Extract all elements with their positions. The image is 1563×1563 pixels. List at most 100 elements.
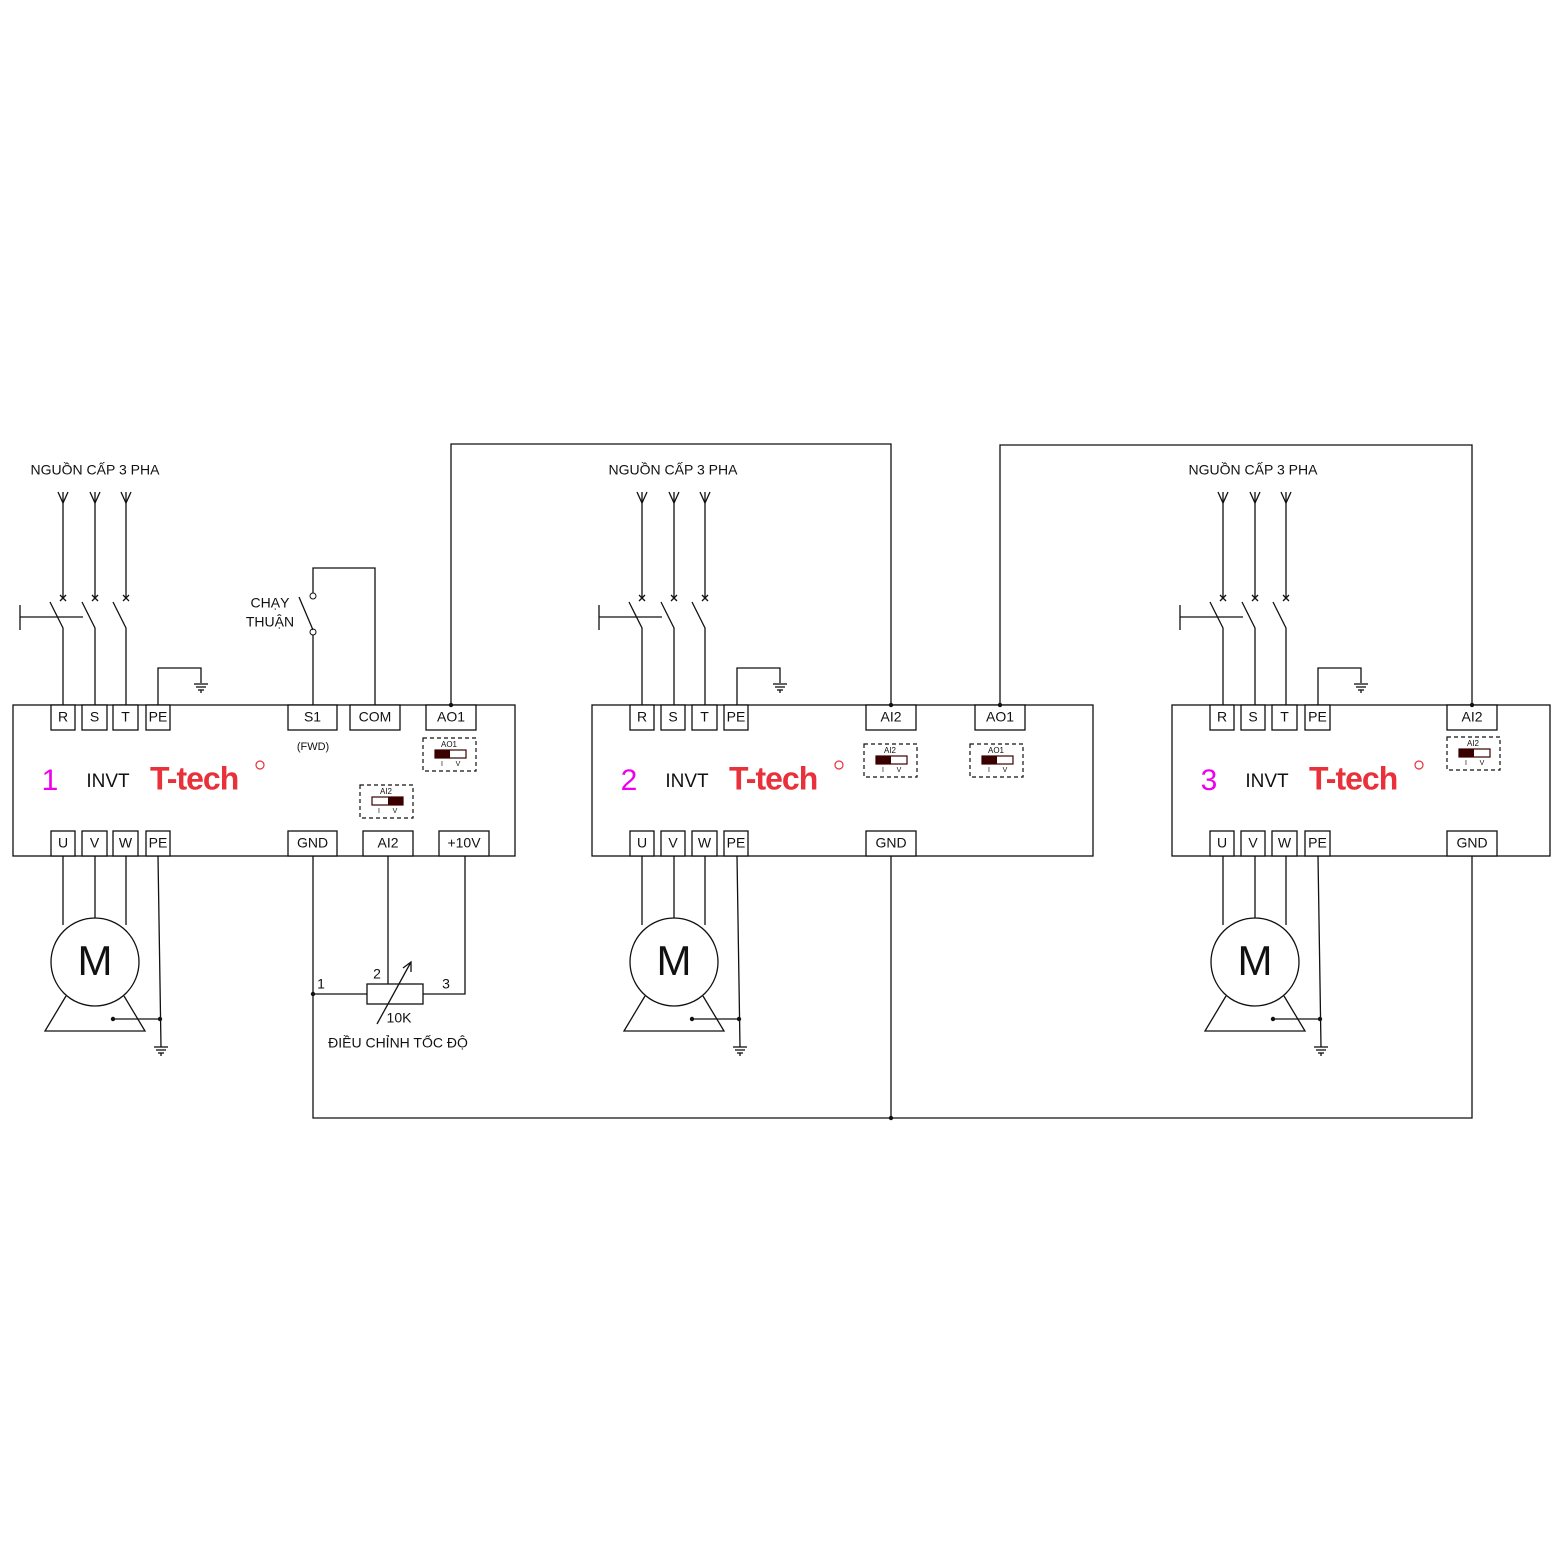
breaker-pole: [691, 601, 706, 705]
dip-switch-frame: [1446, 736, 1501, 771]
terminal-label: T: [1280, 709, 1289, 725]
breaker-pole: [112, 601, 127, 705]
dip-label-v: V: [1003, 767, 1008, 774]
terminal-label: W: [698, 835, 712, 851]
terminal-box: [81, 830, 108, 857]
terminal-box: [1209, 830, 1235, 857]
terminal-box: [723, 704, 749, 731]
motor-label: M: [78, 937, 113, 984]
pot-arrowhead: [402, 960, 412, 972]
terminal-label: PE: [727, 709, 746, 725]
breaker-contact-mark: [91, 594, 99, 602]
motor-pe-wire: [157, 855, 162, 1048]
t-tech-logo: T-tech: [150, 760, 265, 796]
three-phase-supply: NGUỒN CẤP 3 PHA: [598, 461, 739, 705]
junction-dot: [110, 1016, 116, 1022]
breaker-contact-mark: [701, 594, 709, 602]
terminal-box: [629, 704, 655, 731]
terminal: S: [1240, 704, 1266, 731]
inverter-index: 1: [42, 764, 59, 797]
terminal-box: [50, 704, 76, 731]
terminal: V: [660, 830, 686, 857]
dip-switch-lever: [982, 756, 997, 764]
logo-mark-icon: [834, 760, 844, 770]
breaker-pole: [1272, 601, 1287, 705]
terminal-box: [1271, 830, 1298, 857]
terminal-box: [112, 830, 139, 857]
dip-label-i: I: [882, 767, 884, 774]
pot-adjust-arrow-icon: [376, 961, 412, 1025]
terminal: PE: [145, 704, 171, 731]
pot-value: 10K: [387, 1010, 413, 1026]
motor-pe-wire: [736, 855, 741, 1048]
terminal-label: PE: [1308, 709, 1327, 725]
terminal: AI2: [1446, 704, 1498, 731]
logo-text: T-tech: [1309, 760, 1397, 796]
dip-label-v: V: [456, 761, 461, 768]
terminal-label: S: [1248, 709, 1257, 725]
breaker-pole: [49, 601, 64, 705]
three-phase-supply: NGUỒN CẤP 3 PHA: [19, 461, 161, 705]
logo-mark-icon: [255, 760, 265, 770]
pot-label: ĐIỀU CHỈNH TỐC ĐỘ: [328, 1034, 468, 1051]
terminal: V: [81, 830, 108, 857]
brand-label: INVT: [1245, 771, 1289, 792]
ao1-to-ai2-link: [450, 443, 892, 705]
dip-switch-lever: [435, 750, 450, 758]
dip-switch-lever: [1459, 749, 1474, 757]
terminal-box: [691, 704, 718, 731]
terminal: GND: [287, 830, 338, 857]
motor: M: [1203, 856, 1307, 1032]
motor-circle: [1210, 917, 1300, 1007]
pot-pin-1: 1: [317, 976, 325, 992]
inverter-index: 2: [621, 764, 638, 797]
terminal-label: COM: [359, 709, 392, 725]
three-phase-supply: NGUỒN CẤP 3 PHA: [1179, 461, 1318, 705]
motor-label: M: [1238, 937, 1273, 984]
terminal-label: V: [668, 835, 678, 851]
terminal-label: GND: [1456, 835, 1487, 851]
terminal: R: [50, 704, 76, 731]
terminal: PE: [1304, 704, 1331, 731]
terminal: W: [1271, 830, 1298, 857]
com-wire: [312, 567, 376, 705]
terminal-box: [723, 830, 749, 857]
breaker-contact-mark: [122, 594, 130, 602]
terminal: AI2: [362, 830, 414, 857]
t-tech-logo: T-tech: [1309, 760, 1424, 796]
pot-pin-2: 2: [373, 966, 381, 982]
terminal-box: [81, 704, 108, 731]
motor-base: [1203, 995, 1307, 1032]
motor-base: [622, 995, 726, 1032]
switch-label: THUẬN: [246, 614, 294, 630]
terminal: T: [691, 704, 718, 731]
breaker-pole: [1209, 601, 1224, 705]
motor-base: [43, 995, 147, 1032]
breaker-contact-mark: [638, 594, 646, 602]
breaker-pole: [81, 601, 96, 705]
terminal: AO1: [974, 704, 1026, 731]
terminal-label: U: [58, 835, 68, 851]
junction-dot: [689, 1016, 695, 1022]
breaker-contact-mark: [1282, 594, 1290, 602]
pe-wire: [1317, 667, 1362, 705]
terminal-label: R: [58, 709, 68, 725]
ground-icon: [1314, 1046, 1328, 1056]
terminal: S: [81, 704, 108, 731]
junction-dot: [1317, 1016, 1323, 1022]
junction-dot: [736, 1016, 742, 1022]
breaker-contact-mark: [1251, 594, 1259, 602]
junction-dot: [997, 702, 1003, 708]
terminal: PE: [1304, 830, 1331, 857]
terminal-box: [865, 830, 917, 857]
terminal: PE: [723, 830, 749, 857]
motor-circle: [50, 917, 140, 1007]
terminal: GND: [865, 830, 917, 857]
dip-switch-lever: [388, 797, 403, 805]
supply-label: NGUỒN CẤP 3 PHA: [609, 461, 739, 478]
supply-label: NGUỒN CẤP 3 PHA: [31, 461, 161, 478]
dip-switch-lever: [876, 756, 891, 764]
